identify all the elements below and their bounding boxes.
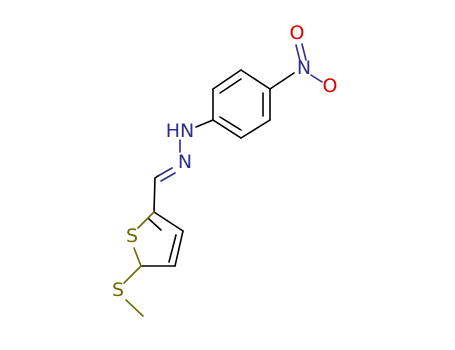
bond-thio-s-c2 <box>137 211 155 229</box>
bond-benz-4 <box>212 119 242 139</box>
bond-ch-c2 <box>153 177 156 213</box>
bond-ring-nh <box>195 119 214 128</box>
bonds <box>123 43 323 317</box>
bond-thio-c3-c4 <box>174 230 184 267</box>
bond-s-methyl <box>125 299 144 317</box>
bond-thio-c3-c4-inner <box>168 234 177 263</box>
bond-n-o-top-a <box>295 44 301 62</box>
bond-thio-c2-c3 <box>153 211 184 232</box>
bond-c5-sme <box>123 265 142 284</box>
bond-thio-c5-s <box>133 247 142 267</box>
atom-nh: HN <box>166 120 195 142</box>
bond-n-o-top-b <box>301 43 307 61</box>
atom-n-nitro: N <box>297 57 311 79</box>
bond-n-ch-b <box>160 172 176 182</box>
bond-benz-6 <box>212 69 242 90</box>
bond-benz-4-inner <box>219 116 242 131</box>
bond-benz-6-inner <box>219 78 242 94</box>
atom-s-ring: S <box>126 225 138 247</box>
bond-thio-c2-inner <box>148 218 162 231</box>
bond-benz-1 <box>240 69 271 90</box>
atom-labels: O N O HN N S S <box>112 22 338 301</box>
bond-benz-3 <box>240 119 271 139</box>
atom-n-imine: N <box>178 151 192 173</box>
bond-ring-n-nitro <box>269 72 295 90</box>
bond-n-o-right <box>310 74 323 83</box>
bond-n-ch-a <box>157 167 173 177</box>
atom-o-right: O <box>323 75 338 97</box>
atom-s-thioether: S <box>112 279 124 301</box>
atom-o-top: O <box>290 22 305 44</box>
